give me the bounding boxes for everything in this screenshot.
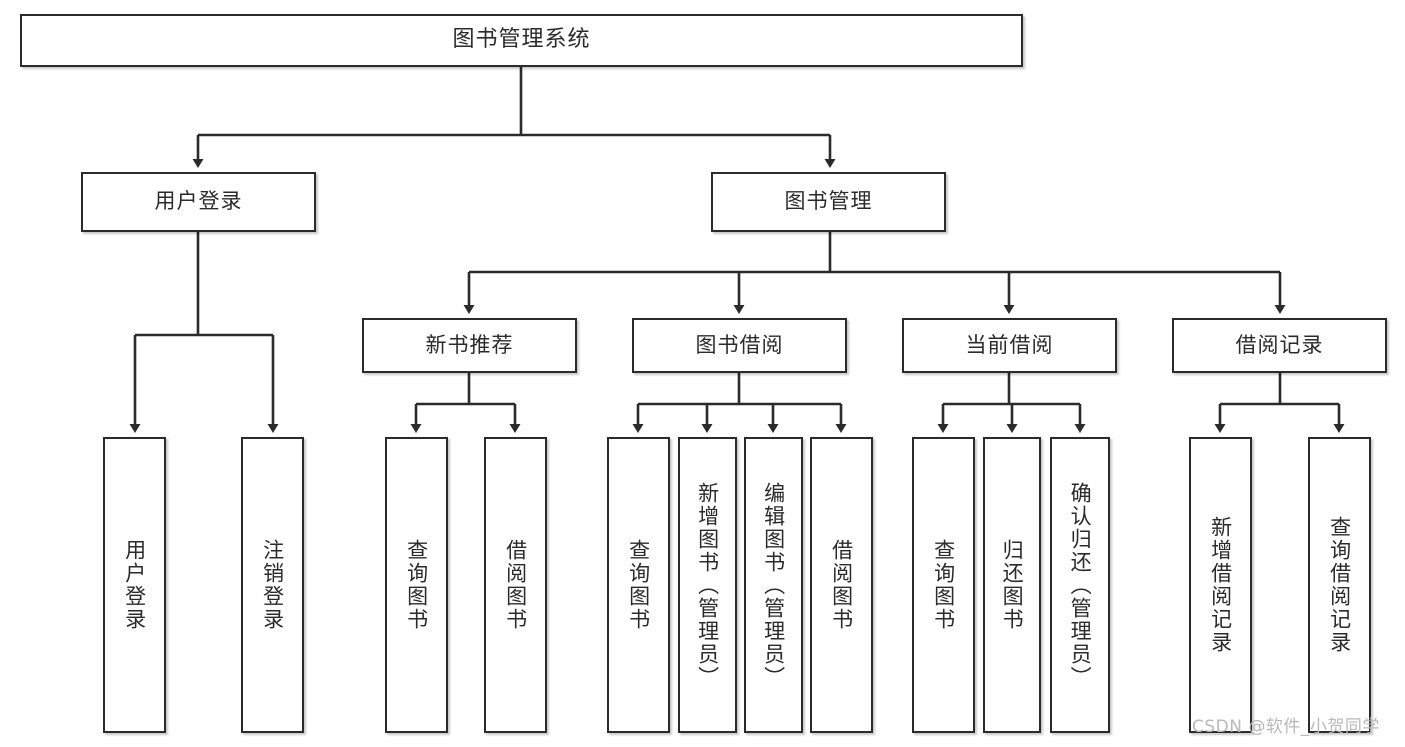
node-label: 图书管理 xyxy=(784,189,873,214)
leaf-query-book-3[interactable]: 查询图书 xyxy=(912,437,975,733)
node-borrow-record[interactable]: 借阅记录 xyxy=(1172,318,1387,373)
node-book-manage[interactable]: 图书管理 xyxy=(711,172,946,232)
node-root[interactable]: 图书管理系统 xyxy=(20,14,1023,67)
node-label: 编辑图书（管理员） xyxy=(761,481,786,689)
node-label: 注销登录 xyxy=(260,539,285,631)
node-current-borrow[interactable]: 当前借阅 xyxy=(902,318,1117,373)
node-label: 借阅图书 xyxy=(503,539,528,631)
node-new-book-recommend[interactable]: 新书推荐 xyxy=(362,318,577,373)
leaf-add-record[interactable]: 新增借阅记录 xyxy=(1189,437,1252,733)
node-label: 当前借阅 xyxy=(965,332,1054,357)
leaf-query-book-2[interactable]: 查询图书 xyxy=(607,437,670,733)
node-label: 归还图书 xyxy=(1000,539,1025,631)
node-label: 查询图书 xyxy=(626,539,651,631)
node-label: 借阅记录 xyxy=(1235,332,1324,357)
leaf-user-login[interactable]: 用户登录 xyxy=(103,437,166,733)
leaf-add-book[interactable]: 新增图书（管理员） xyxy=(678,437,737,733)
node-label: 新书推荐 xyxy=(425,332,514,357)
leaf-return-book[interactable]: 归还图书 xyxy=(983,437,1041,733)
csdn-watermark: CSDN @软件_小贺同学 xyxy=(1192,717,1380,737)
node-label: 用户登录 xyxy=(154,189,243,214)
node-label: 查询图书 xyxy=(931,539,956,631)
leaf-borrow-book-1[interactable]: 借阅图书 xyxy=(484,437,547,733)
node-user-login[interactable]: 用户登录 xyxy=(81,172,316,232)
node-label: 新增图书（管理员） xyxy=(695,481,720,689)
node-label: 图书管理系统 xyxy=(452,27,591,53)
node-label: 新增借阅记录 xyxy=(1208,516,1233,654)
leaf-borrow-book-2[interactable]: 借阅图书 xyxy=(810,437,873,733)
leaf-query-book-1[interactable]: 查询图书 xyxy=(385,437,448,733)
node-label: 用户登录 xyxy=(122,539,147,631)
node-label: 查询图书 xyxy=(404,539,429,631)
node-label: 确认归还（管理员） xyxy=(1068,481,1093,689)
leaf-query-record[interactable]: 查询借阅记录 xyxy=(1308,437,1371,733)
leaf-edit-book[interactable]: 编辑图书（管理员） xyxy=(744,437,803,733)
leaf-confirm-return[interactable]: 确认归还（管理员） xyxy=(1050,437,1110,733)
node-label: 查询借阅记录 xyxy=(1327,516,1352,654)
node-label: 借阅图书 xyxy=(829,539,854,631)
leaf-user-logout[interactable]: 注销登录 xyxy=(241,437,304,733)
node-label: 图书借阅 xyxy=(695,332,784,357)
node-book-borrow[interactable]: 图书借阅 xyxy=(632,318,847,373)
